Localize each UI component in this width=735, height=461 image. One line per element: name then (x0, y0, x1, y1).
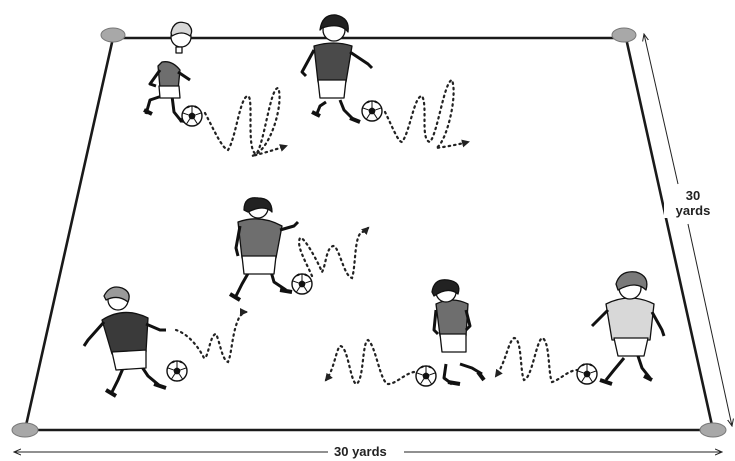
dribble-path-5 (324, 338, 416, 386)
cone-top-right (611, 27, 637, 43)
ball-5 (415, 365, 437, 387)
height-dimension-label: 30 yards (664, 188, 722, 218)
dribble-path-2 (383, 78, 470, 150)
width-dimension-label: 30 yards (330, 444, 391, 459)
ball-2 (361, 100, 383, 122)
player-2 (300, 14, 374, 124)
height-dimension-value: 30 (685, 188, 701, 203)
ball-1 (181, 105, 203, 127)
height-dimension-arrow-down (687, 223, 732, 426)
player-4 (82, 286, 167, 398)
cone-top-left (100, 27, 126, 43)
height-dimension-unit: yards (675, 203, 711, 218)
ball-4 (166, 360, 188, 382)
ball-6 (576, 363, 598, 385)
dribble-path-4 (174, 308, 248, 364)
height-dimension-arrow-up (644, 34, 679, 185)
player-3 (228, 197, 300, 302)
cone-bottom-right (699, 422, 727, 438)
player-6 (590, 271, 666, 386)
dribble-path-1 (203, 86, 288, 158)
player-1 (143, 21, 193, 124)
dribble-path-6 (494, 336, 580, 384)
cone-bottom-left (11, 422, 39, 438)
player-5 (431, 279, 486, 386)
dribble-path-3 (298, 226, 370, 280)
field-boundary (23, 36, 715, 432)
ball-3 (291, 273, 313, 295)
